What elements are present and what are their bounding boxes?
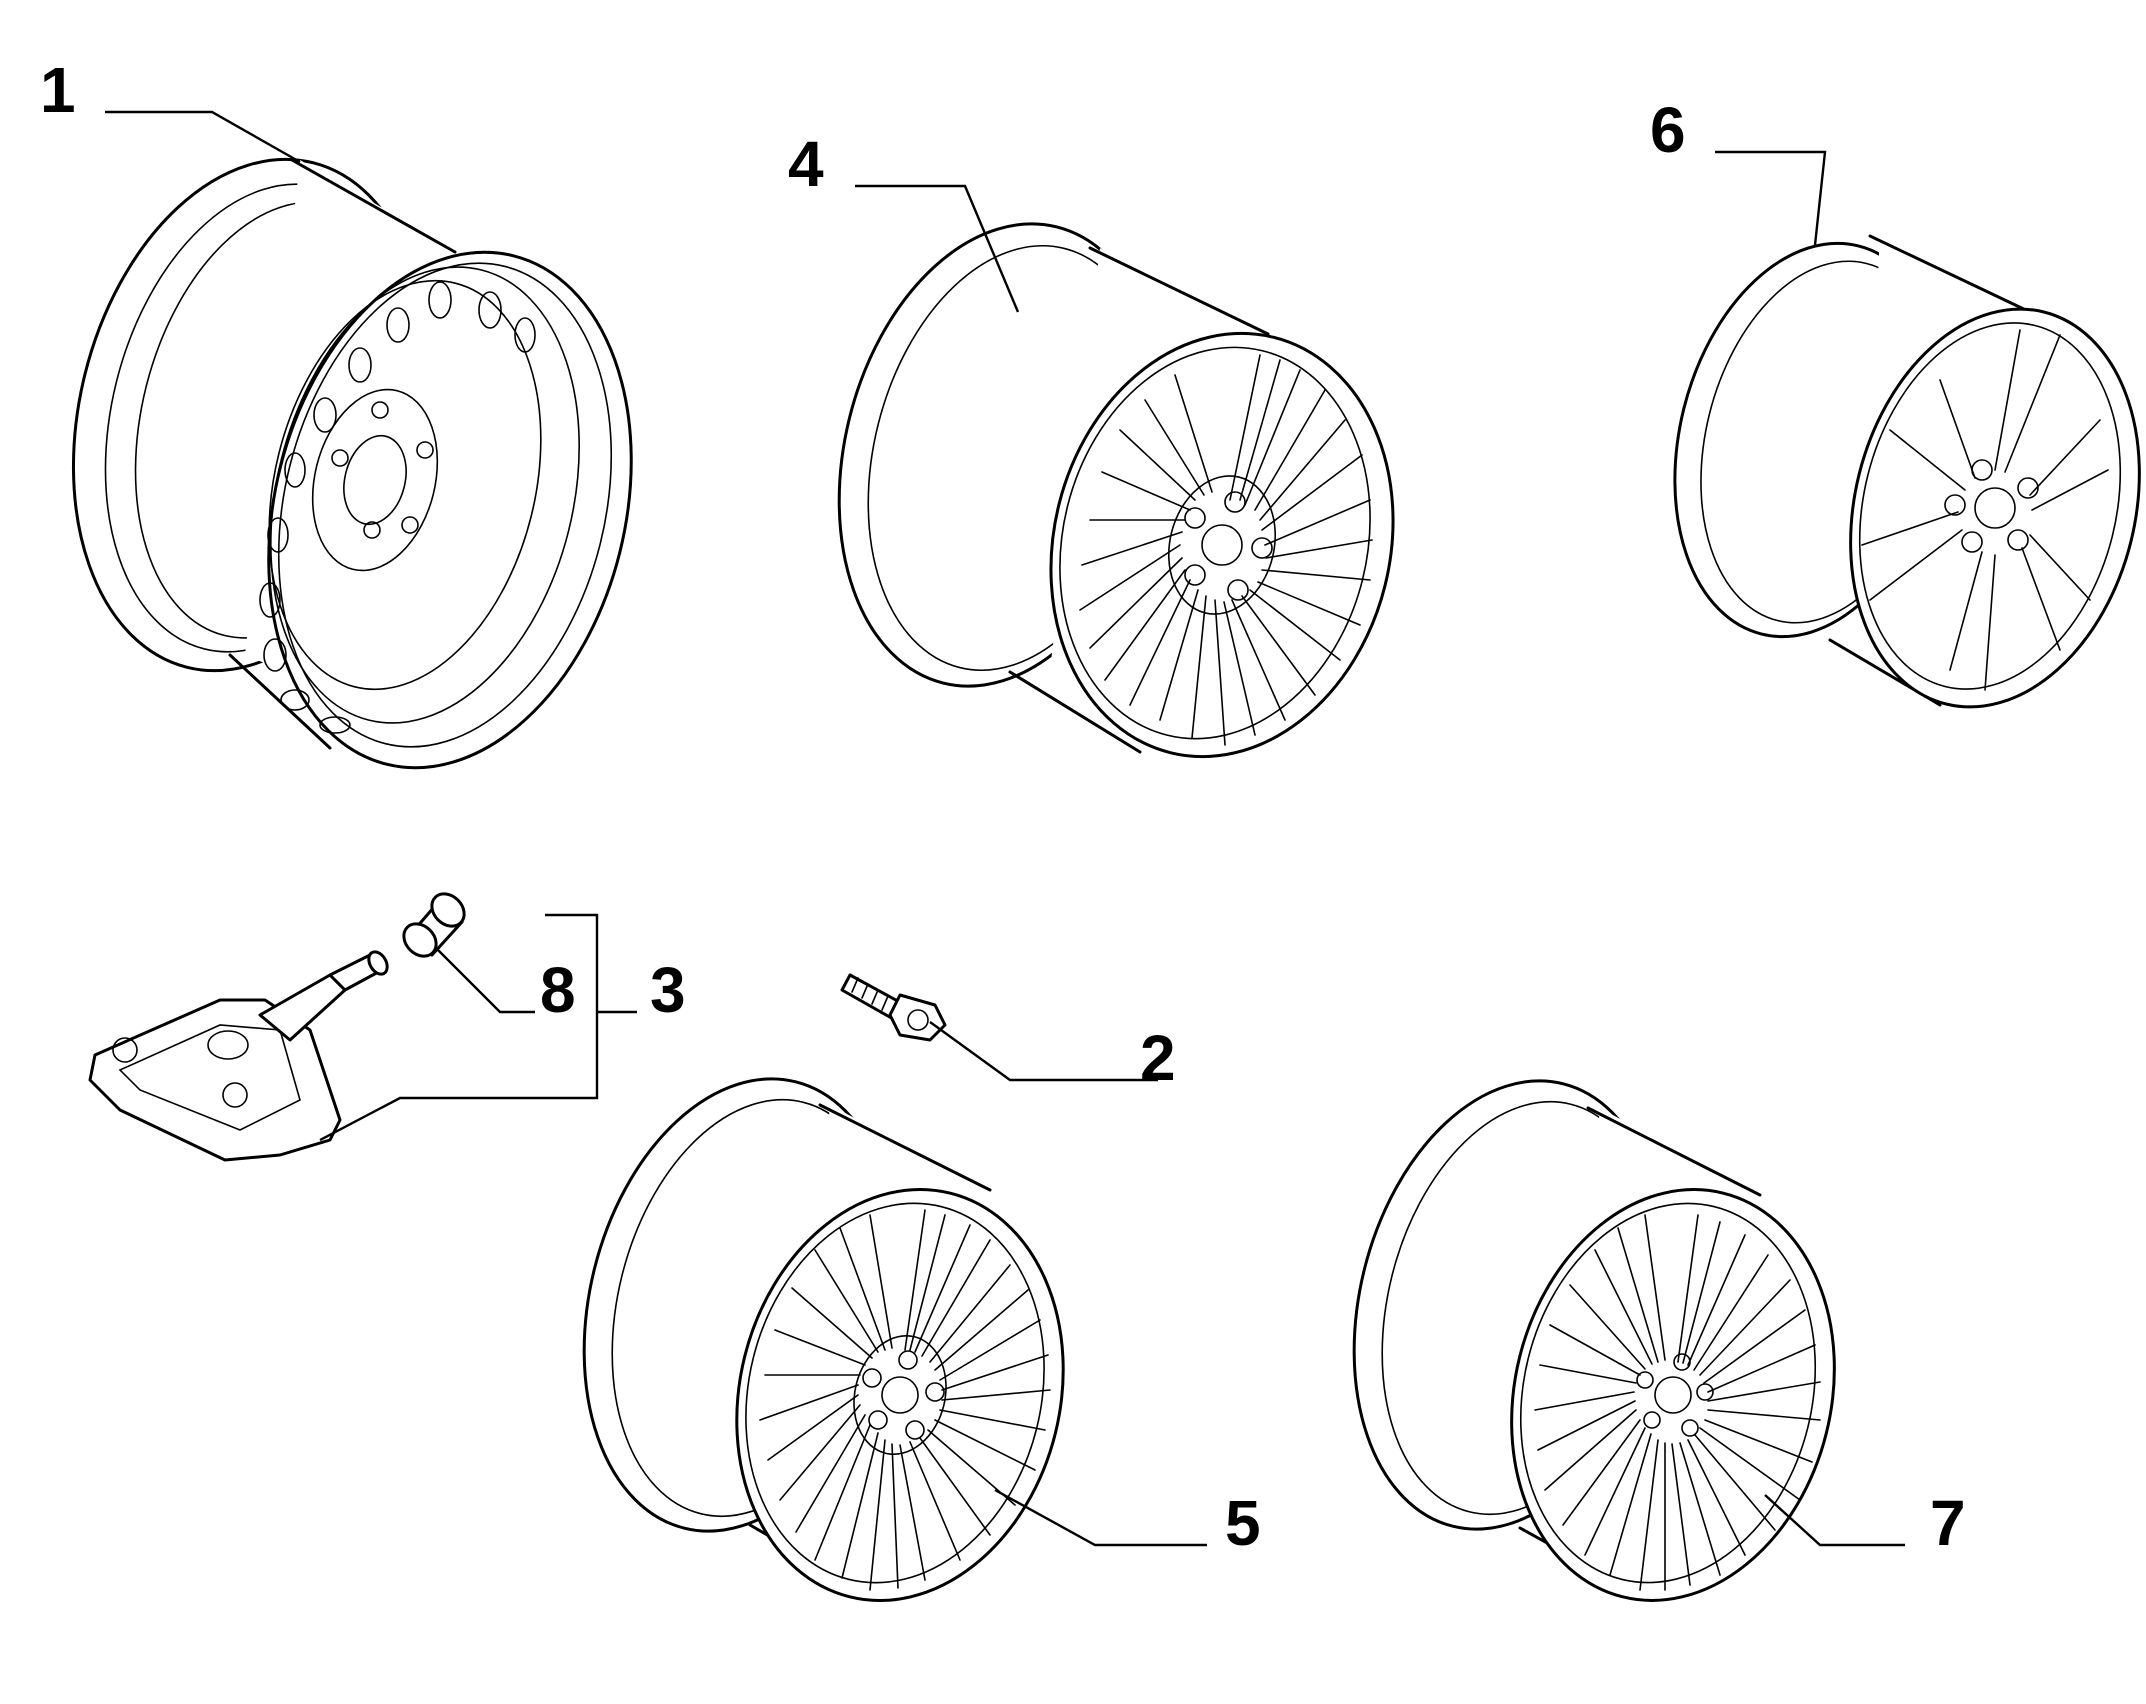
steel-wheel[interactable] (22, 122, 683, 807)
callout-1: 1 (40, 54, 76, 126)
alloy-wheel-5[interactable] (539, 1046, 1106, 1636)
alloy-wheel-4[interactable] (793, 189, 1437, 793)
spokes-6 (1861, 329, 2109, 691)
callout-5: 5 (1225, 1487, 1261, 1559)
callout-6: 6 (1650, 94, 1686, 166)
pressure-sensor[interactable] (88, 949, 391, 1162)
valve-cap[interactable] (397, 887, 470, 962)
callout-7: 7 (1930, 1487, 1966, 1559)
spokes-5 (759, 1209, 1051, 1591)
vent-holes (259, 281, 536, 734)
leader-lines (105, 110, 1905, 1547)
alloy-wheel-6[interactable] (1635, 214, 2146, 737)
wheel-bolt[interactable] (840, 973, 947, 1042)
callout-2: 2 (1140, 1022, 1176, 1094)
callout-numbers: 1 2 3 4 5 6 7 8 (40, 54, 1966, 1559)
callout-3: 3 (650, 954, 686, 1026)
callout-4: 4 (788, 128, 824, 200)
spokes-7 (1534, 1214, 1821, 1591)
callout-8: 8 (540, 954, 576, 1026)
spokes-4 (1079, 354, 1373, 746)
alloy-wheel-7[interactable] (1309, 1048, 1876, 1635)
